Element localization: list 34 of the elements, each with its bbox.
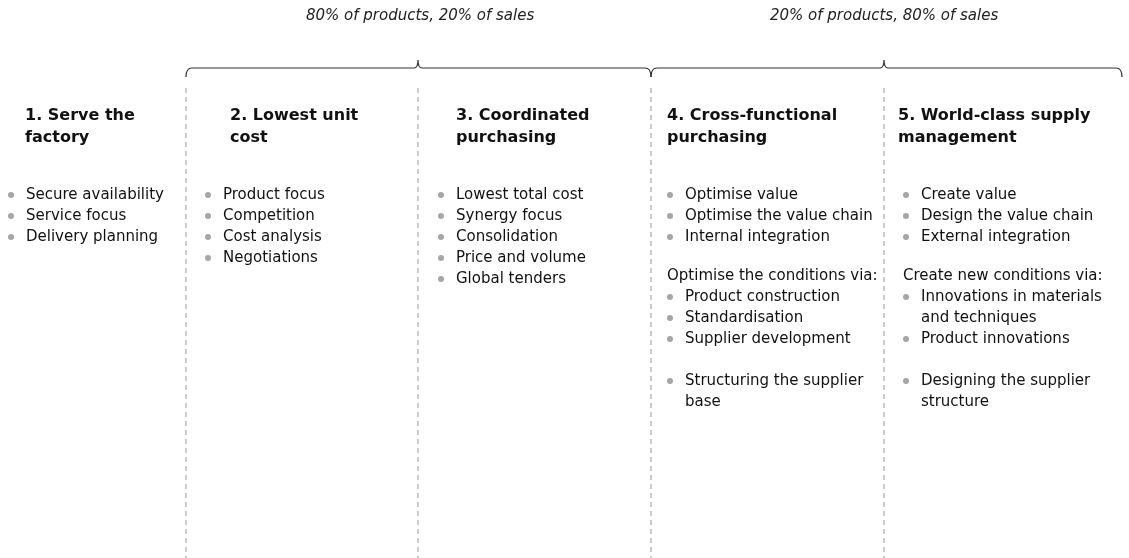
- bullet-item: Standardisation: [667, 307, 882, 328]
- bullet-item: Price and volume: [438, 247, 649, 268]
- bullet-item: Secure availability: [8, 184, 184, 205]
- bullet-item: Competition: [205, 205, 416, 226]
- bullet-item: External integration: [903, 226, 1127, 247]
- bullet-item: Consolidation: [438, 226, 649, 247]
- bullet-item: Create value: [903, 184, 1127, 205]
- column-heading: 2. Lowest unit cost: [230, 104, 360, 148]
- bullet-item: Designing the supplier structure: [903, 370, 1127, 412]
- bullet-item: Internal integration: [667, 226, 882, 247]
- bullet-item: Negotiations: [205, 247, 416, 268]
- bullet-item: Product construction: [667, 286, 882, 307]
- bullet-item: Lowest total cost: [438, 184, 649, 205]
- bullet-item: Design the value chain: [903, 205, 1127, 226]
- column-heading: 3. Coordinated purchasing: [456, 104, 591, 148]
- bullet-item: Global tenders: [438, 268, 649, 289]
- bullet-item: Cost analysis: [205, 226, 416, 247]
- bullet-item: Structuring the supplier base: [667, 370, 882, 412]
- bullet-item: Optimise value: [667, 184, 882, 205]
- list-intro: Optimise the conditions via:: [667, 265, 879, 286]
- bullet-item: Synergy focus: [438, 205, 649, 226]
- bullet-item: Delivery planning: [8, 226, 184, 247]
- bullet-item: Service focus: [8, 205, 184, 226]
- bullet-item: Innovations in materials and techniques: [903, 286, 1127, 328]
- column-heading: 5. World-class supply management: [898, 104, 1092, 148]
- bracket-caption: 20% of products, 80% of sales: [770, 6, 999, 24]
- column-heading: 4. Cross-functional purchasing: [667, 104, 839, 148]
- bullet-item: Supplier development: [667, 328, 882, 349]
- bullet-item: Product focus: [205, 184, 416, 205]
- bullet-item: Product innovations: [903, 328, 1127, 349]
- bullet-item: Optimise the value chain: [667, 205, 882, 226]
- bracket-caption: 80% of products, 20% of sales: [306, 6, 535, 24]
- column-heading: 1. Serve the factory: [25, 104, 136, 148]
- list-intro: Create new conditions via:: [903, 265, 1104, 286]
